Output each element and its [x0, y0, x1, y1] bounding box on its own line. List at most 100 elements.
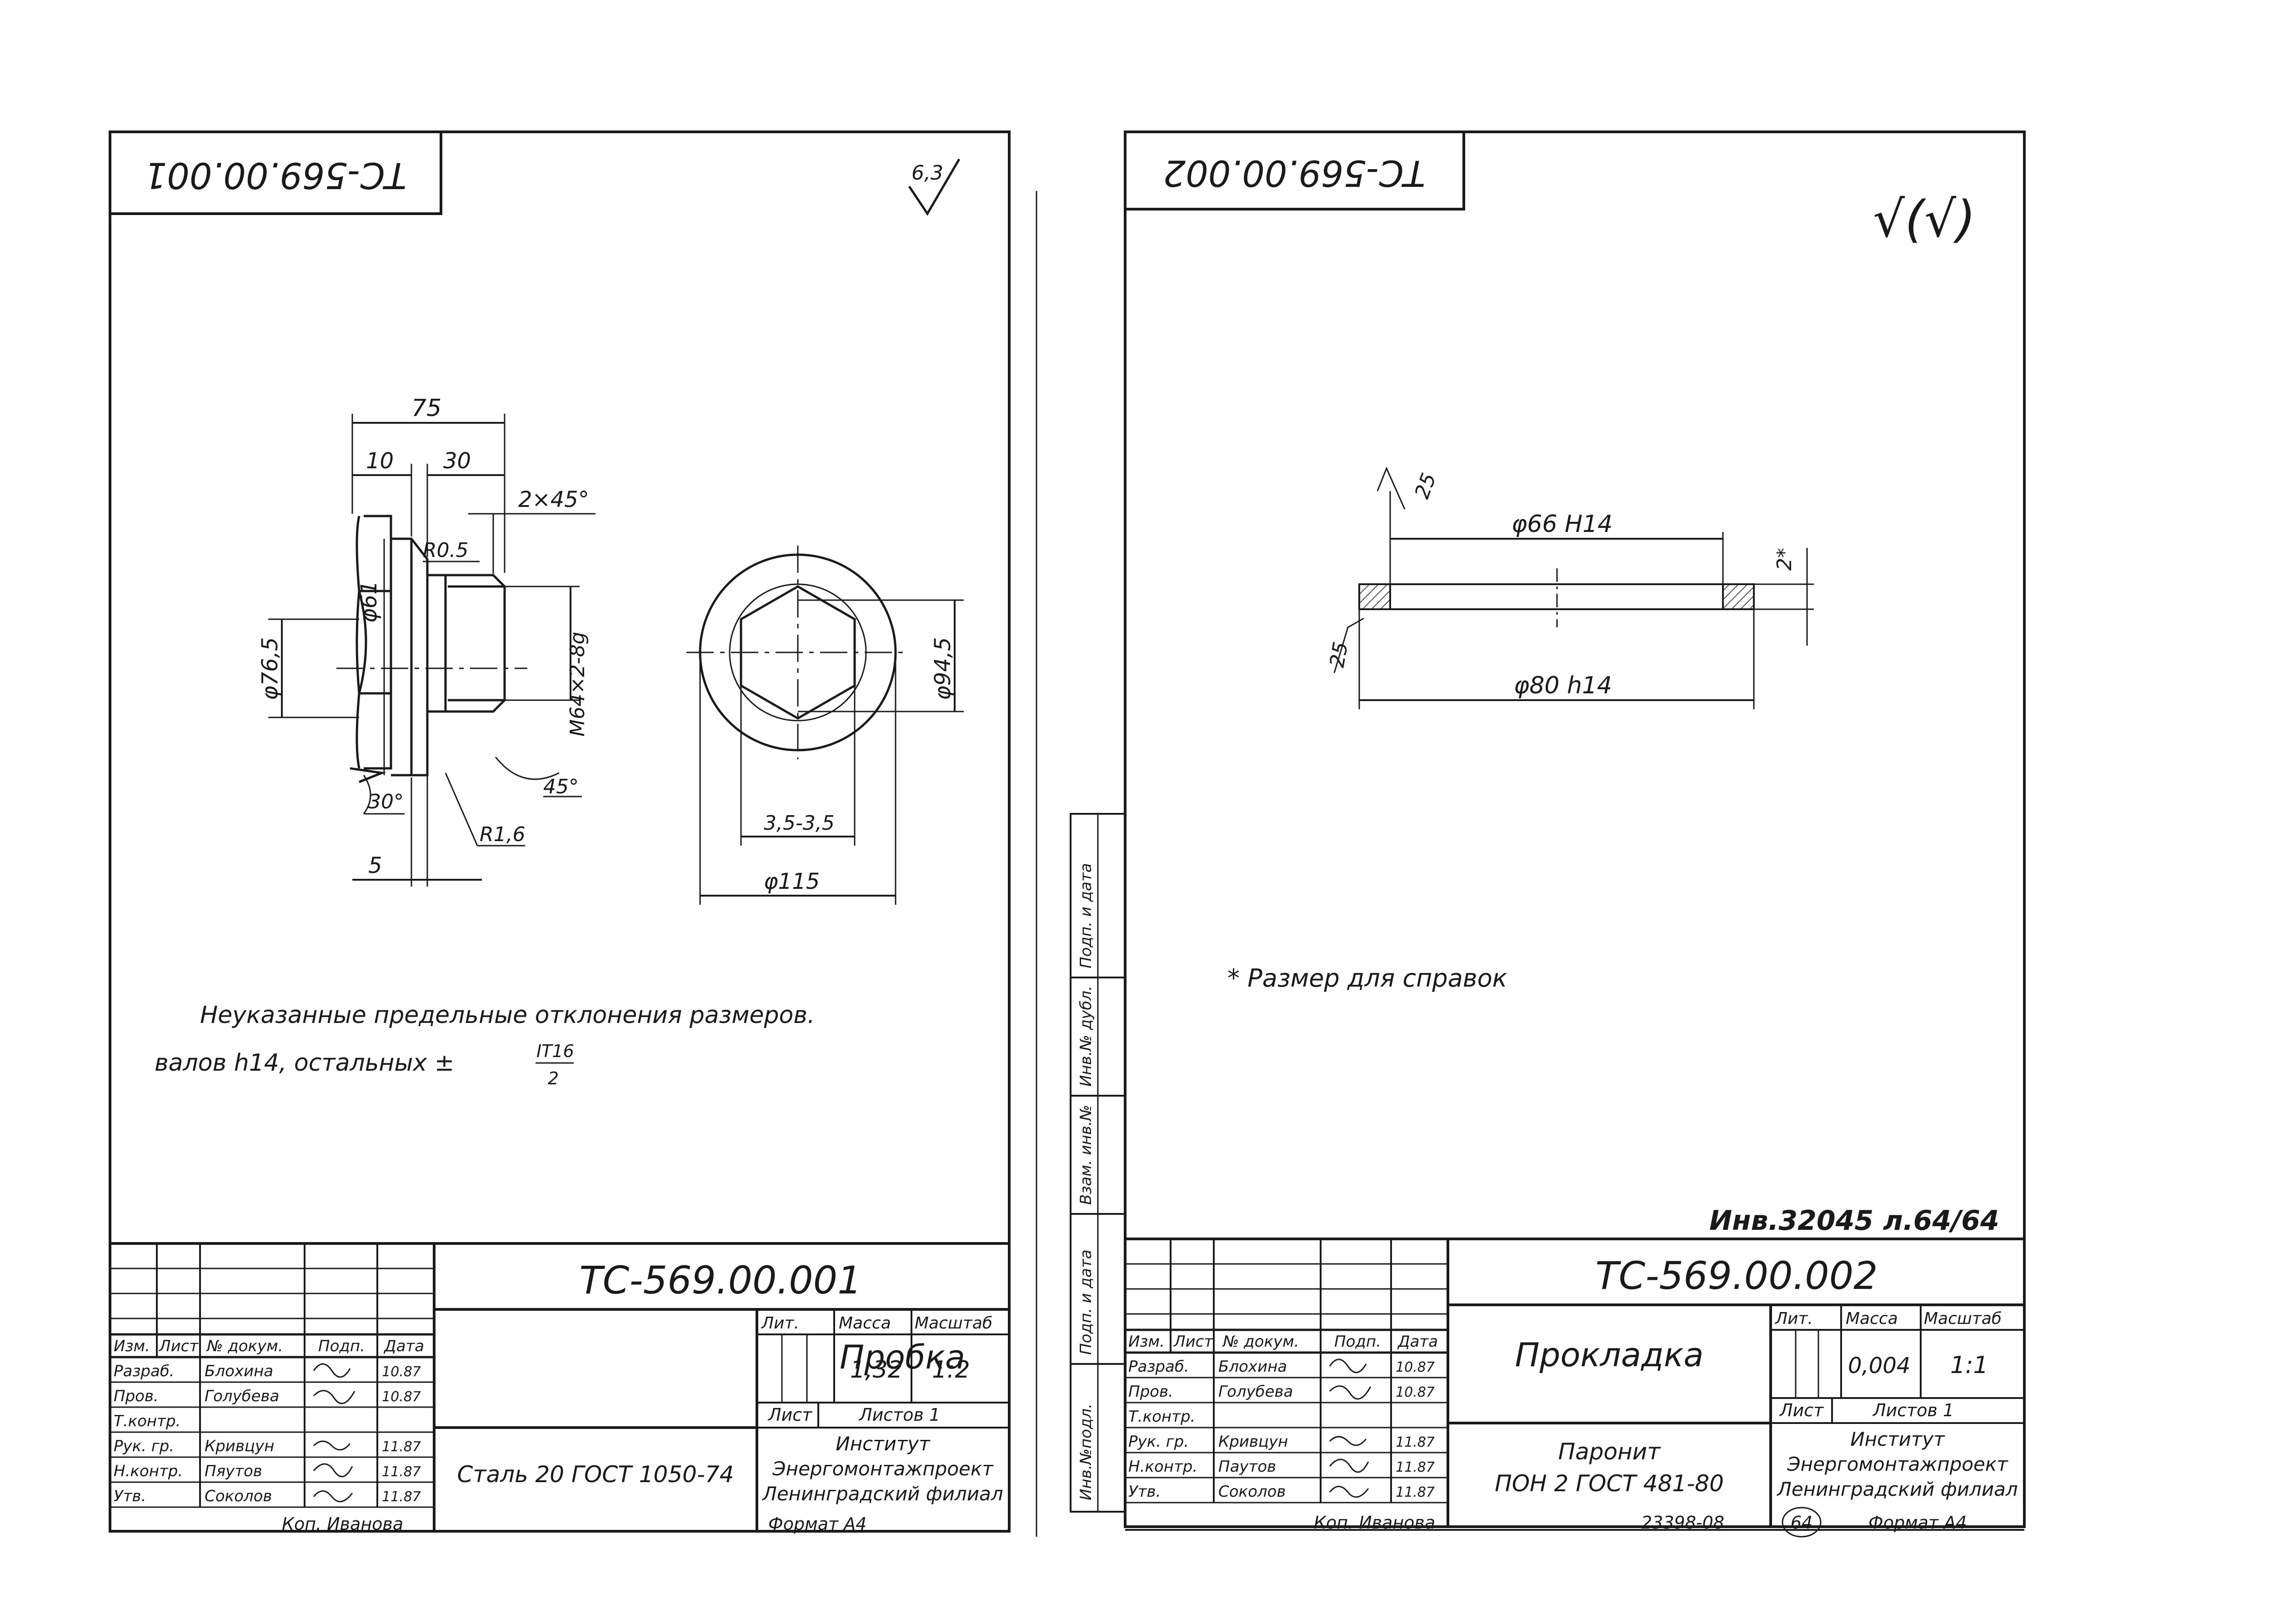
sheet-left: ТС-569.00.001 6,3	[109, 130, 1011, 1534]
signature-scribble	[1329, 1358, 1367, 1373]
right-material-1: Паронит	[1558, 1439, 1662, 1465]
left-top-stamp-code: ТС-569.00.001	[145, 155, 407, 195]
left-row-role: Утв.	[114, 1487, 146, 1505]
right-row-name: Голубева	[1218, 1383, 1293, 1401]
left-row-name: Кривцун	[205, 1437, 274, 1455]
right-signature-rows: Разраб. Блохина 10.87 Пров. Голубева 10.…	[1128, 1358, 1435, 1501]
dim-radius-large: R1,6	[480, 823, 526, 846]
right-mass-label: Масса	[1846, 1309, 1898, 1328]
note-fraction-num: IT16	[536, 1041, 574, 1061]
left-sheet-label: Лист	[767, 1405, 813, 1425]
dim-base-dia: φ115	[764, 869, 820, 894]
right-row-role: Т.контр.	[1128, 1408, 1195, 1426]
left-row-role: Пров.	[114, 1387, 159, 1405]
left-copied-by: Коп. Иванова	[282, 1514, 403, 1534]
right-copied-by: Коп. Иванова	[1314, 1513, 1435, 1533]
right-material-2: ПОН 2 ГОСТ 481-80	[1495, 1470, 1724, 1497]
right-row-date: 10.87	[1396, 1359, 1435, 1375]
right-hdr-doc: № докум.	[1222, 1333, 1299, 1351]
left-mass-label: Масса	[839, 1314, 891, 1333]
left-scale-label: Масштаб	[915, 1314, 992, 1333]
page-number-circle	[1782, 1507, 1822, 1538]
right-inventory-mark: Инв.32045 л.64/64	[1709, 1205, 1999, 1237]
left-hdr-sign: Подп.	[318, 1337, 365, 1355]
right-hdr-sign: Подп.	[1334, 1333, 1381, 1351]
left-roughness-value: 6,3	[911, 161, 943, 185]
dim-overall-length: 75	[411, 395, 441, 422]
left-row-role: Т.контр.	[114, 1412, 180, 1430]
right-order-number: 23398-08	[1641, 1513, 1724, 1533]
right-row-name: Паутов	[1218, 1458, 1276, 1476]
right-mass-value: 0,004	[1848, 1353, 1910, 1378]
left-part-name: Пробка	[840, 1338, 965, 1376]
right-scale-value: 1:1	[1950, 1352, 1988, 1379]
side-stamp-label: Подп. и дата	[1077, 863, 1095, 968]
left-top-stamp: ТС-569.00.001	[110, 132, 442, 215]
left-signature-rows: Разраб. Блохина 10.87 Пров. Голубева 10.…	[114, 1362, 421, 1505]
left-row-date: 10.87	[382, 1364, 421, 1380]
right-row-date: 11.87	[1396, 1484, 1435, 1500]
left-row-role: Н.контр.	[114, 1462, 183, 1480]
dim-gasket-inner: φ66 Н14	[1512, 511, 1612, 538]
plug-dimensions: 75 10 30 2×45° φ61 R0.5 φ76,5 М64×2-8g 3…	[257, 395, 596, 887]
dim-gasket-rough-left: 25	[1326, 640, 1353, 669]
left-hdr-doc: № докум.	[206, 1337, 283, 1355]
left-hdr-date: Дата	[383, 1337, 424, 1355]
dim-thread: М64×2-8g	[566, 632, 589, 737]
dim-depth-range: 3,5-3,5	[764, 812, 835, 835]
right-hdr-date: Дата	[1397, 1333, 1438, 1351]
side-stamp-label: Подп. и дата	[1077, 1249, 1095, 1355]
right-designation: ТС-569.00.002	[1595, 1253, 1877, 1298]
left-hdr-list: Лист	[158, 1337, 199, 1355]
right-row-date: 10.87	[1396, 1384, 1435, 1400]
right-row-name: Соколов	[1218, 1483, 1286, 1501]
left-material: Сталь 20 ГОСТ 1050-74	[457, 1461, 734, 1488]
dim-gasket-outer: φ80 h14	[1514, 672, 1612, 699]
left-format: Формат А4	[768, 1514, 866, 1534]
left-roughness-mark: 6,3	[908, 158, 961, 216]
right-row-name: Кривцун	[1218, 1433, 1288, 1451]
side-stamp-label: Взам. инв.№	[1077, 1105, 1095, 1205]
signature-scribble	[1329, 1486, 1369, 1498]
right-roughness-mark: √(√)	[1873, 190, 1976, 248]
left-tolerance-note: Неуказанные предельные отклонения размер…	[155, 1002, 815, 1088]
plug-end-view: φ94,5 3,5-3,5 φ115	[686, 546, 964, 905]
side-stamp-label: Инв.№подл.	[1077, 1403, 1095, 1500]
right-org-2: Энергомонтажпроект	[1787, 1453, 2008, 1475]
dim-angle-45: 45°	[543, 775, 579, 798]
left-row-name: Пяутов	[205, 1462, 262, 1480]
right-footnote: * Размер для справок	[1227, 964, 1507, 992]
dim-outer-dia: φ94,5	[930, 637, 956, 700]
left-row-date: 11.87	[382, 1439, 421, 1455]
right-side-stamp: Инв.№подл. Подп. и дата Взам. инв.№ Инв.…	[1070, 813, 1126, 1513]
right-row-role: Н.контр.	[1128, 1458, 1197, 1476]
dim-angle-30: 30°	[368, 790, 404, 813]
left-mass-value: 1,32	[850, 1356, 903, 1383]
right-page-number: 64	[1791, 1513, 1812, 1533]
left-row-role: Рук. гр.	[114, 1437, 174, 1455]
right-row-role: Рук. гр.	[1128, 1433, 1189, 1451]
left-lit-label: Лит.	[761, 1314, 799, 1333]
dim-gasket-thickness: 2*	[1773, 548, 1796, 571]
right-format: Формат А4	[1868, 1513, 1967, 1533]
left-row-name: Блохина	[205, 1362, 273, 1380]
left-title-block: Изм. Лист № докум. Подп. Дата Разраб. Бл…	[110, 1242, 1009, 1531]
right-row-role: Разраб.	[1128, 1358, 1189, 1376]
left-org-3: Ленинградский филиал	[761, 1483, 1003, 1505]
right-top-stamp-code: ТС-569.00.002	[1163, 152, 1426, 193]
right-lit-label: Лит.	[1774, 1309, 1813, 1328]
left-row-date: 11.87	[382, 1489, 421, 1505]
right-part-name: Прокладка	[1515, 1336, 1704, 1374]
right-row-date: 11.87	[1396, 1459, 1435, 1475]
side-stamp-label: Инв.№ дубл.	[1077, 986, 1095, 1087]
left-row-date: 10.87	[382, 1389, 421, 1405]
right-row-date: 11.87	[1396, 1434, 1435, 1450]
right-hdr-izm: Изм.	[1128, 1333, 1165, 1351]
signature-scribble	[313, 1463, 353, 1478]
right-row-name: Блохина	[1218, 1358, 1287, 1376]
note-fraction-den: 2	[548, 1068, 559, 1088]
dim-chamfer: 2×45°	[518, 487, 589, 512]
left-sheets-label: Листов 1	[858, 1405, 940, 1425]
signature-scribble	[313, 1363, 351, 1378]
signature-scribble	[313, 1440, 351, 1451]
